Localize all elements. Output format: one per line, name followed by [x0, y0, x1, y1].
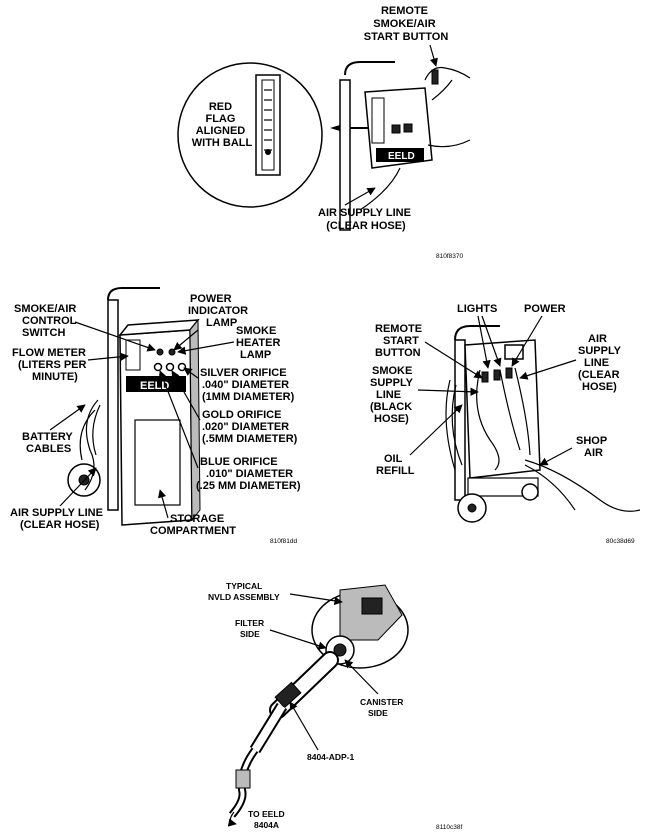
remote-button-label: REMOTE SMOKE/AIR START BUTTON: [364, 5, 449, 43]
storage-door: [134, 419, 181, 506]
figure-2-eeld-front: EELD SMOKE/AIR CONTROL SWITCH POWER INDI…: [10, 287, 301, 545]
remote-start-label: REMOTE START BUTTON: [375, 323, 425, 359]
gold-orifice-label: GOLD ORIFICE .020" DIAMETER (.5MM DIAMET…: [202, 409, 298, 445]
heater-lamp-label: SMOKE HEATER LAMP: [236, 325, 283, 361]
nvld-label: TYPICAL NVLD ASSEMBLY: [208, 581, 280, 602]
oil-refill-label: OIL REFILL: [376, 453, 415, 477]
storage-compartment-label: STORAGE COMPARTMENT: [150, 513, 236, 537]
filter-side-label: FILTER SIDE: [235, 618, 267, 639]
figure-3-eeld-side: LIGHTS POWER REMOTE START BUTTON AIR SUP…: [370, 303, 641, 545]
power-label: POWER: [524, 303, 566, 315]
air-supply-label-1: AIR SUPPLY LINE (CLEAR HOSE): [318, 207, 414, 232]
nvld-assembly-icon: [311, 584, 409, 669]
figure-4-code: 8110c38f: [436, 824, 462, 831]
adapter-hose-icon: [228, 651, 339, 818]
air-supply-label-3: AIR SUPPLY LINE (CLEAR HOSE): [578, 333, 624, 393]
figure-2-code: 810f81dd: [270, 538, 297, 545]
air-supply-label-2: AIR SUPPLY LINE (CLEAR HOSE): [10, 507, 106, 531]
silver-orifice-label: SILVER ORIFICE .040" DIAMETER (1MM DIAME…: [200, 367, 295, 403]
figure-3-code: 80c38d69: [606, 538, 635, 545]
panel-logo-2: EELD: [140, 380, 169, 392]
magnifier-circle: [177, 62, 323, 208]
ball-icon: [265, 149, 271, 155]
panel-logo: EELD: [388, 151, 415, 162]
power-lamp-label: POWER INDICATOR LAMP: [188, 293, 251, 329]
flow-meter-label: FLOW METER (LITERS PER MINUTE): [12, 347, 90, 383]
flow-meter-tube-icon: [255, 74, 281, 176]
to-eeld-label: TO EELD 8404A: [248, 809, 287, 830]
eeld-cart-icon: EELD: [67, 287, 201, 526]
figure-1-flow-meter-detail: EELD REMOTE SMOKE/AIR START BUTTON RED F…: [177, 5, 471, 260]
smoke-air-switch-label: SMOKE/AIR CONTROL SWITCH: [14, 303, 79, 339]
hand-icon: [424, 66, 471, 81]
eeld-machine-icon: EELD: [339, 61, 471, 231]
canister-side-label: CANISTER SIDE: [360, 697, 406, 718]
blue-orifice-label: BLUE ORIFICE .010" DIAMETER (.25 MM DIAM…: [196, 456, 301, 492]
shop-air-label: SHOP AIR: [576, 435, 610, 459]
lights-label: LIGHTS: [457, 303, 497, 315]
figure-4-nvld-adapter: TYPICAL NVLD ASSEMBLY FILTER SIDE CANIST…: [208, 581, 462, 831]
battery-cables-label: BATTERY CABLES: [22, 431, 76, 455]
figure-1-code: 810f8370: [436, 253, 463, 260]
red-flag-label: RED FLAG ALIGNED WITH BALL: [192, 101, 253, 149]
smoke-supply-label: SMOKE SUPPLY LINE (BLACK HOSE): [370, 365, 416, 425]
adapter-label: 8404-ADP-1: [307, 752, 355, 762]
